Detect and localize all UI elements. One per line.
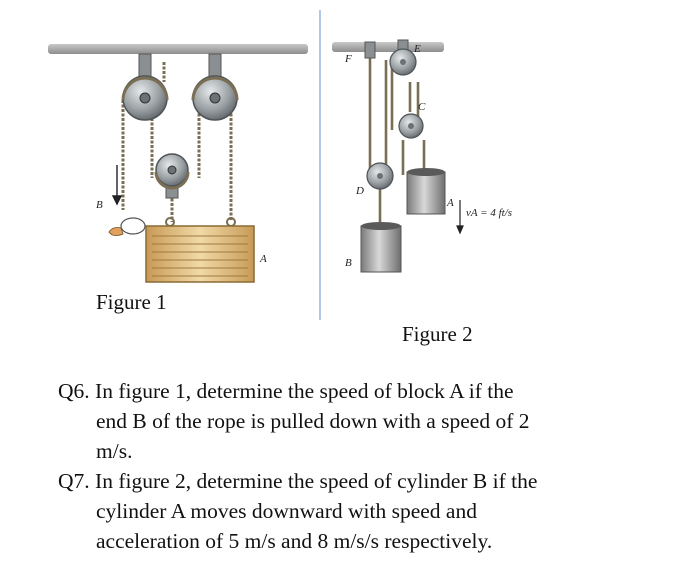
question-number: Q6.	[58, 379, 90, 403]
figure2-diagram: F E C D A B vA = 4 ft/s	[332, 39, 512, 273]
figure1-label-a: A	[259, 253, 267, 265]
figure1-diagram: B A	[48, 44, 308, 283]
figure1-label-b: B	[96, 199, 103, 211]
figure2-cylinder-b	[360, 222, 402, 273]
question-q7: Q7. In figure 2, determine the speed of …	[58, 466, 658, 556]
figure2-pulley-e	[389, 39, 417, 76]
figure2-pulley-d	[366, 162, 394, 190]
figure2-caption: Figure 2	[402, 322, 473, 346]
figure2-label-d: D	[355, 185, 364, 197]
figure1-block-a	[145, 217, 255, 283]
figure2-velocity-label: vA = 4 ft/s	[466, 207, 512, 219]
figure2-ropes	[368, 52, 426, 222]
question-text-line: cylinder A moves downward with speed and	[96, 499, 477, 523]
figure2-label-f: F	[344, 53, 352, 65]
figure2-label-b: B	[345, 257, 352, 269]
question-text-line: acceleration of 5 m/s and 8 m/s/s respec…	[96, 529, 493, 553]
figure2-pulley-c	[398, 113, 424, 139]
figure2-label-a: A	[446, 197, 454, 209]
figure2-ceiling	[332, 42, 444, 52]
figure1-caption: Figure 1	[96, 290, 167, 314]
figure2-label-c: C	[418, 101, 426, 113]
question-text-line: In figure 1, determine the speed of bloc…	[95, 379, 514, 403]
figures-drawing: B A	[48, 10, 512, 320]
question-text-line: end B of the rope is pulled down with a …	[96, 409, 530, 433]
hand-icon	[108, 217, 146, 236]
question-text-line: In figure 2, determine the speed of cyli…	[95, 469, 538, 493]
figure1-ropes	[121, 62, 233, 222]
arrow-down-icon	[456, 200, 464, 235]
figure2-label-e: E	[413, 43, 421, 55]
question-number: Q7.	[58, 469, 90, 493]
figure2-cylinder-a	[406, 168, 446, 215]
question-q6: Q6. In figure 1, determine the speed of …	[58, 376, 658, 466]
arrow-down-icon	[111, 165, 123, 206]
figure1-ceiling	[48, 44, 308, 54]
question-text-line: m/s.	[96, 439, 133, 463]
figure1-pulley-lower	[155, 153, 189, 199]
